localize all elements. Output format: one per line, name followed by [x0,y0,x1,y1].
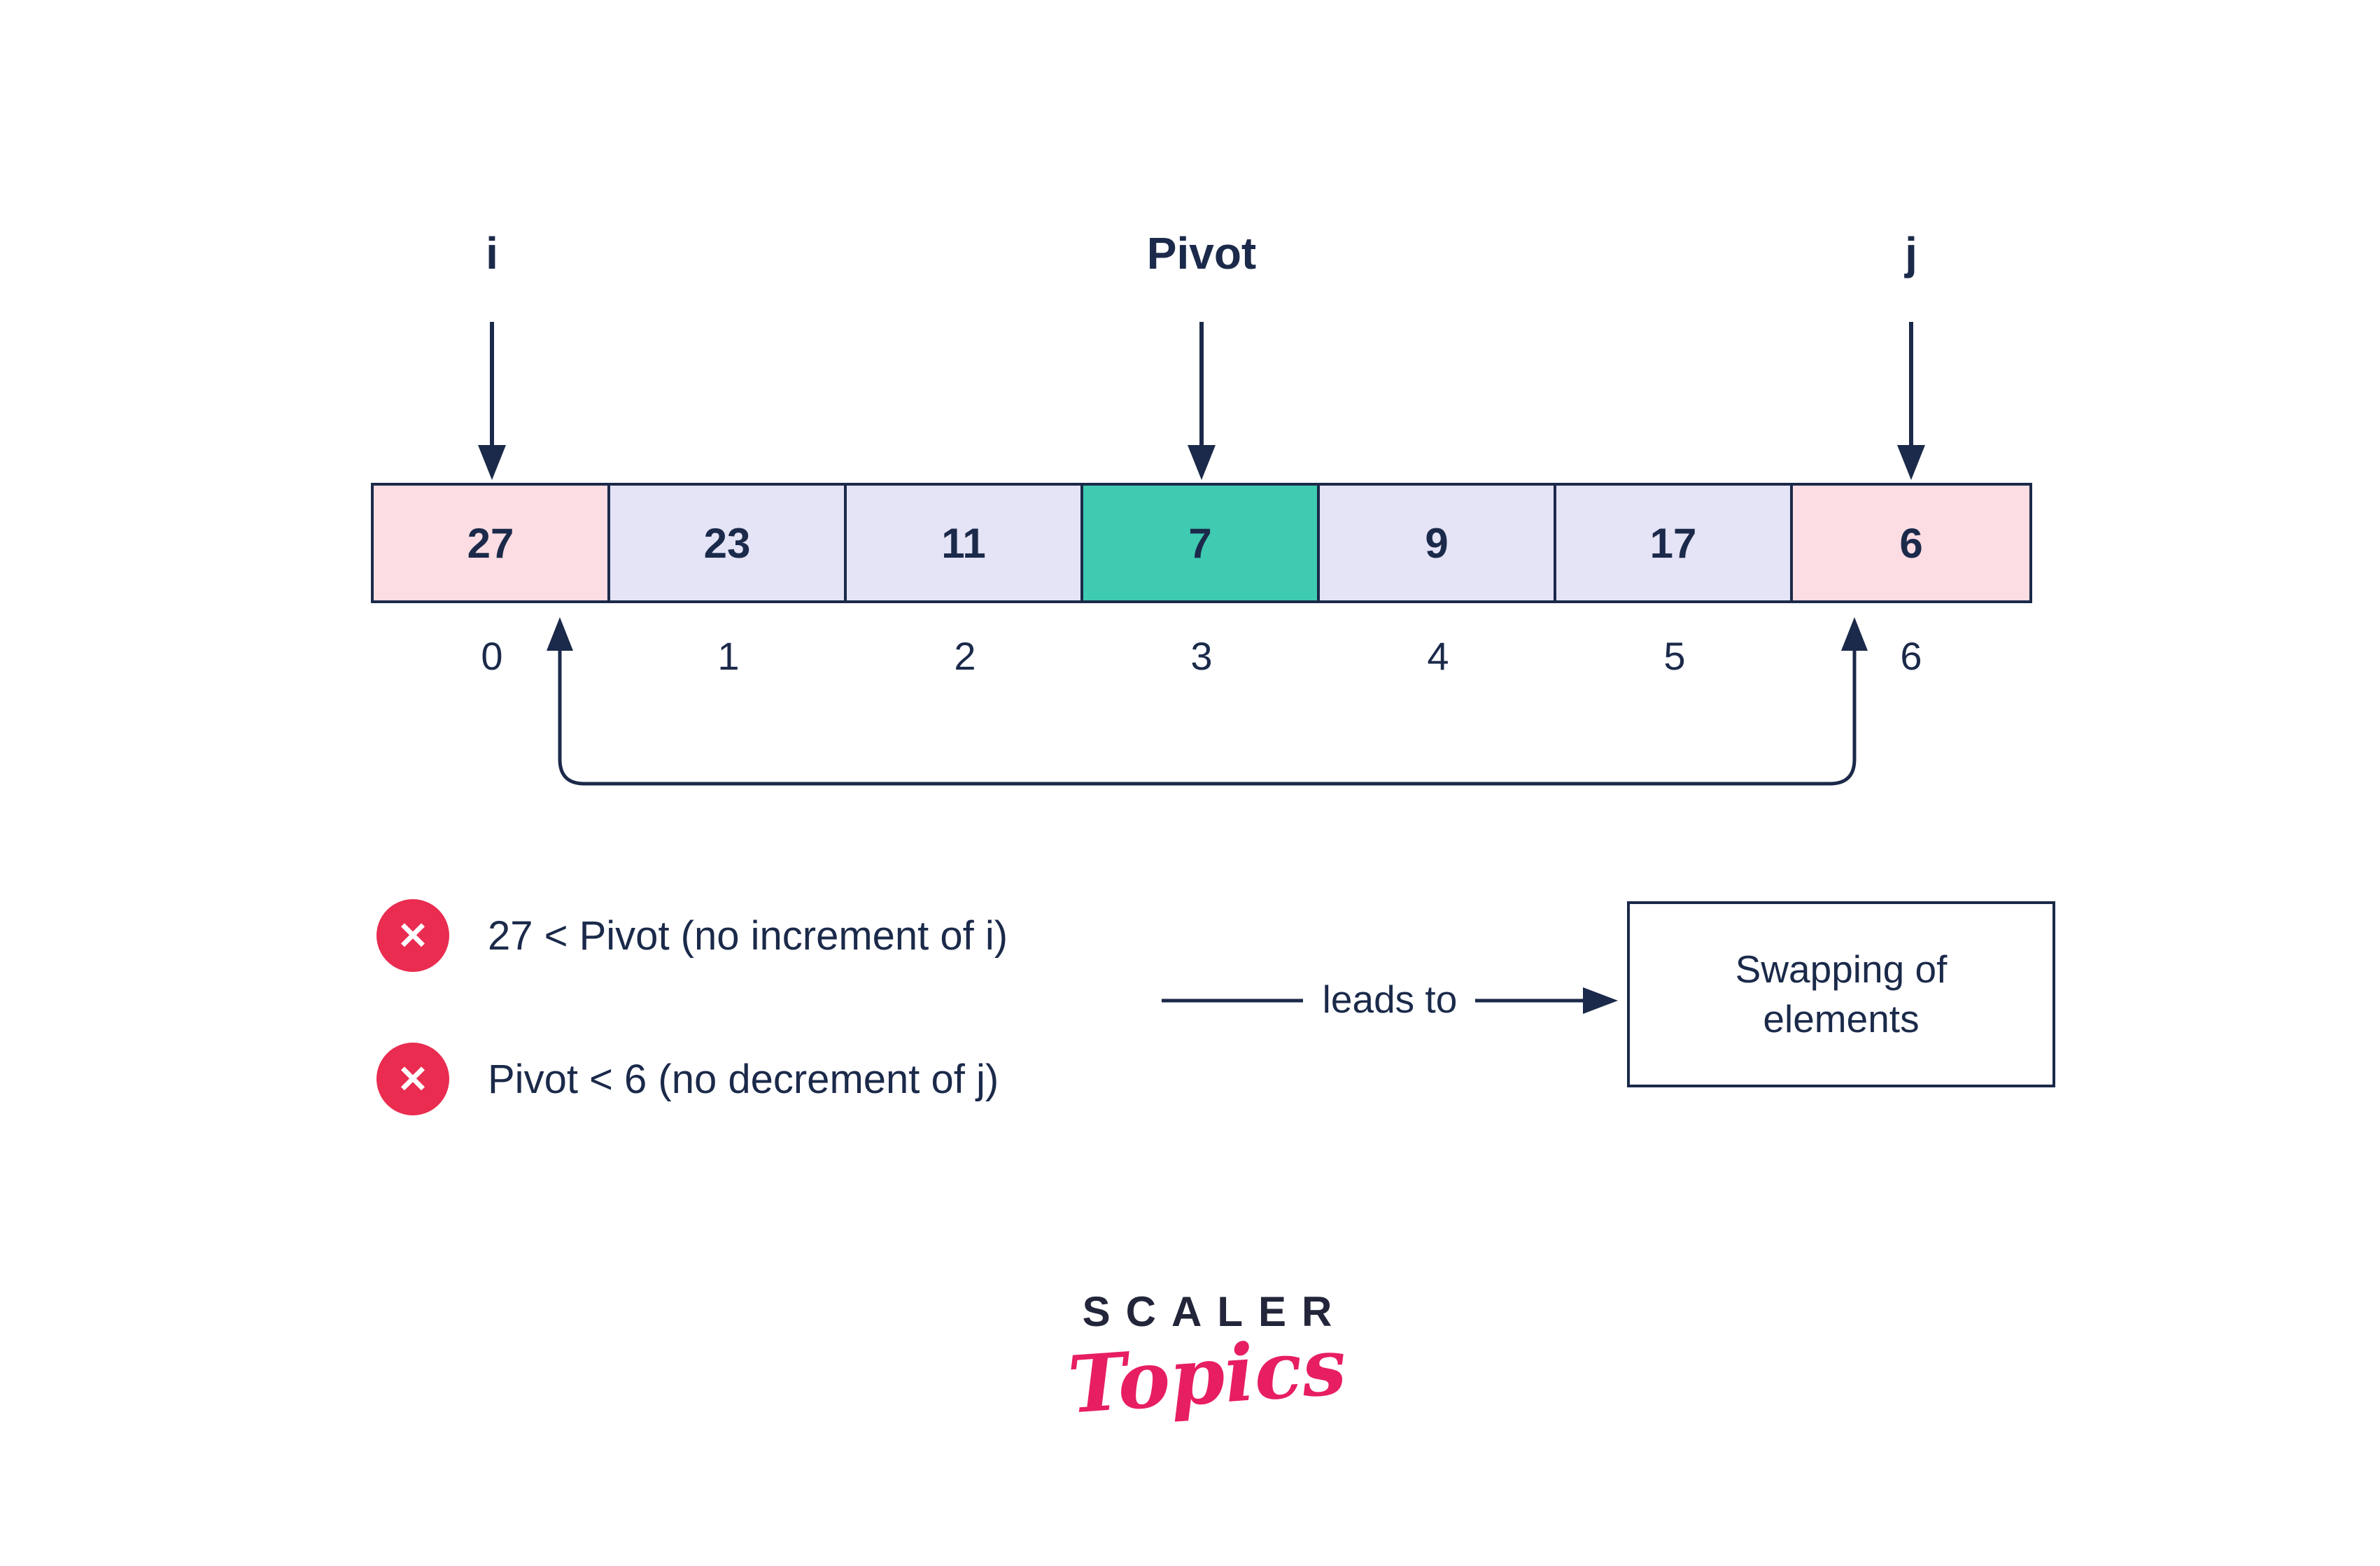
index-label-3: 3 [1190,634,1213,678]
index-label-6: 6 [1900,634,1922,678]
condition-text-j: Pivot < 6 (no decrement of j) [488,1056,999,1102]
array-cell-4: 9 [1320,486,1556,600]
array: 27 23 11 7 9 17 6 [371,483,2032,603]
down-arrow-pivot-icon [1188,322,1216,480]
array-cell-1: 23 [610,486,847,600]
array-cell-pivot: 7 [1083,486,1320,600]
pointer-label-j: j [1905,228,1917,278]
array-cell-5: 17 [1556,486,1793,600]
result-box: Swapping of elements [1627,901,2055,1087]
x-circle-icon: ✕ [376,899,449,972]
x-circle-icon: ✕ [376,1043,449,1115]
index-label-4: 4 [1427,634,1449,678]
index-label-2: 2 [954,634,976,678]
index-label-0: 0 [481,634,503,678]
index-label-1: 1 [717,634,740,678]
leads-to-label: leads to [1322,978,1458,1021]
index-row: 0 1 2 3 4 5 6 [374,633,2029,679]
logo-text-scaler: SCALER [1082,1288,1348,1335]
array-cell-2: 11 [847,486,1083,600]
scaler-topics-logo: SCALER Topics [1015,1288,1400,1432]
pointer-label-i: i [486,228,498,278]
down-arrow-i-icon [478,322,506,480]
condition-row-i: ✕ 27 < Pivot (no increment of i) [376,899,1008,972]
down-arrow-j-icon [1897,322,1925,480]
array-cell-6: 6 [1793,486,2029,600]
pointer-label-pivot: Pivot [1146,228,1257,278]
condition-text-i: 27 < Pivot (no increment of i) [488,912,1008,959]
array-cell-0: 27 [374,486,610,600]
condition-row-j: ✕ Pivot < 6 (no decrement of j) [376,1043,999,1115]
result-box-text: Swapping of elements [1735,947,1948,1041]
index-label-5: 5 [1663,634,1686,678]
